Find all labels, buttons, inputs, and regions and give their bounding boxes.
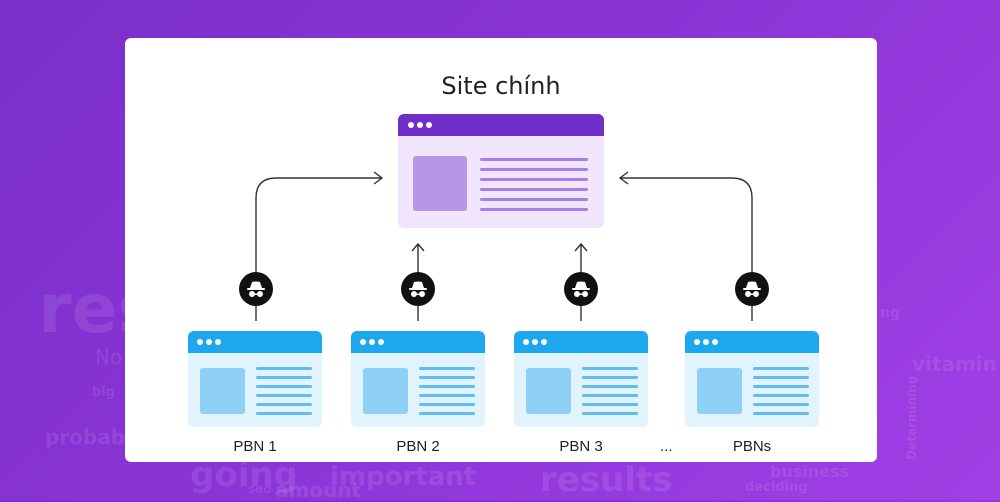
window-title-bar bbox=[514, 331, 648, 353]
pbn-label: PBN 1 bbox=[233, 438, 277, 455]
text-line bbox=[753, 385, 809, 388]
text-line bbox=[753, 394, 809, 397]
image-placeholder bbox=[413, 156, 467, 211]
text-line bbox=[480, 208, 588, 211]
bg-word: seo bbox=[248, 482, 272, 496]
link-pbns-to-main bbox=[621, 177, 753, 321]
text-line bbox=[480, 178, 588, 181]
text-line bbox=[256, 385, 312, 388]
three-dots-icon bbox=[206, 339, 212, 345]
text-line bbox=[419, 394, 475, 397]
window-body bbox=[351, 353, 485, 427]
bg-word: amount bbox=[275, 478, 362, 502]
arrow-icon bbox=[574, 242, 588, 252]
pbn-label: PBN 3 bbox=[559, 438, 603, 455]
pbn-window bbox=[514, 331, 648, 427]
image-placeholder bbox=[363, 368, 408, 414]
three-dots-icon bbox=[417, 122, 423, 128]
text-line bbox=[256, 412, 312, 415]
three-dots-icon bbox=[360, 339, 366, 345]
three-dots-icon bbox=[541, 339, 547, 345]
window-title-bar bbox=[398, 114, 604, 136]
window-body bbox=[188, 353, 322, 427]
text-line bbox=[753, 403, 809, 406]
incognito-spy-icon bbox=[564, 272, 598, 306]
bg-word: probab bbox=[45, 425, 126, 449]
text-line bbox=[582, 376, 638, 379]
three-dots-icon bbox=[523, 339, 529, 345]
bg-word: deciding bbox=[745, 480, 808, 495]
window-title-bar bbox=[188, 331, 322, 353]
text-line bbox=[419, 412, 475, 415]
text-line bbox=[480, 168, 588, 171]
three-dots-icon bbox=[703, 339, 709, 345]
image-placeholder bbox=[200, 368, 245, 414]
text-line bbox=[256, 376, 312, 379]
three-dots-icon bbox=[378, 339, 384, 345]
pbn-label: PBNs bbox=[732, 438, 772, 455]
arrow-icon bbox=[411, 242, 425, 252]
window-title-bar bbox=[685, 331, 819, 353]
bg-word: important bbox=[330, 462, 477, 492]
text-line bbox=[419, 385, 475, 388]
bg-word: results bbox=[540, 460, 673, 500]
text-line bbox=[256, 403, 312, 406]
three-dots-icon bbox=[197, 339, 203, 345]
three-dots-icon bbox=[532, 339, 538, 345]
window-body bbox=[398, 136, 604, 228]
text-line bbox=[419, 403, 475, 406]
window-title-bar bbox=[351, 331, 485, 353]
bg-word: vitamin bbox=[912, 352, 997, 376]
text-line bbox=[582, 403, 638, 406]
three-dots-icon bbox=[408, 122, 414, 128]
bg-word: No bbox=[95, 345, 123, 369]
main-site-title: Site chính bbox=[441, 72, 561, 100]
diagram-card: Site chính bbox=[125, 38, 877, 462]
incognito-spy-icon bbox=[401, 272, 435, 306]
three-dots-icon bbox=[369, 339, 375, 345]
arrow-icon bbox=[373, 171, 384, 185]
three-dots-icon bbox=[426, 122, 432, 128]
text-line bbox=[419, 376, 475, 379]
text-line bbox=[256, 367, 312, 370]
text-line bbox=[419, 367, 475, 370]
text-line bbox=[753, 367, 809, 370]
bg-word: business bbox=[770, 462, 850, 481]
link-pbn1-to-main bbox=[255, 177, 381, 321]
text-line bbox=[753, 412, 809, 415]
window-body bbox=[685, 353, 819, 427]
text-line bbox=[256, 394, 312, 397]
main-site-window bbox=[398, 114, 604, 228]
three-dots-icon bbox=[215, 339, 221, 345]
image-placeholder bbox=[697, 368, 742, 414]
image-placeholder bbox=[526, 368, 571, 414]
three-dots-icon bbox=[694, 339, 700, 345]
text-line bbox=[480, 158, 588, 161]
text-line bbox=[582, 412, 638, 415]
text-line bbox=[582, 385, 638, 388]
window-body bbox=[514, 353, 648, 427]
text-line bbox=[582, 367, 638, 370]
bg-word: ng bbox=[880, 305, 900, 321]
pbn-label: PBN 2 bbox=[396, 438, 440, 455]
incognito-spy-icon bbox=[735, 272, 769, 306]
text-line bbox=[480, 188, 588, 191]
text-line bbox=[753, 376, 809, 379]
ellipsis-label: ... bbox=[660, 438, 673, 455]
bg-word: big bbox=[92, 385, 116, 400]
text-line bbox=[582, 394, 638, 397]
pbn-window bbox=[188, 331, 322, 427]
three-dots-icon bbox=[712, 339, 718, 345]
text-line bbox=[480, 198, 588, 201]
pbn-window bbox=[685, 331, 819, 427]
incognito-spy-icon bbox=[239, 272, 273, 306]
pbn-window bbox=[351, 331, 485, 427]
bg-word: Determining bbox=[905, 375, 919, 460]
arrow-icon bbox=[618, 171, 629, 185]
